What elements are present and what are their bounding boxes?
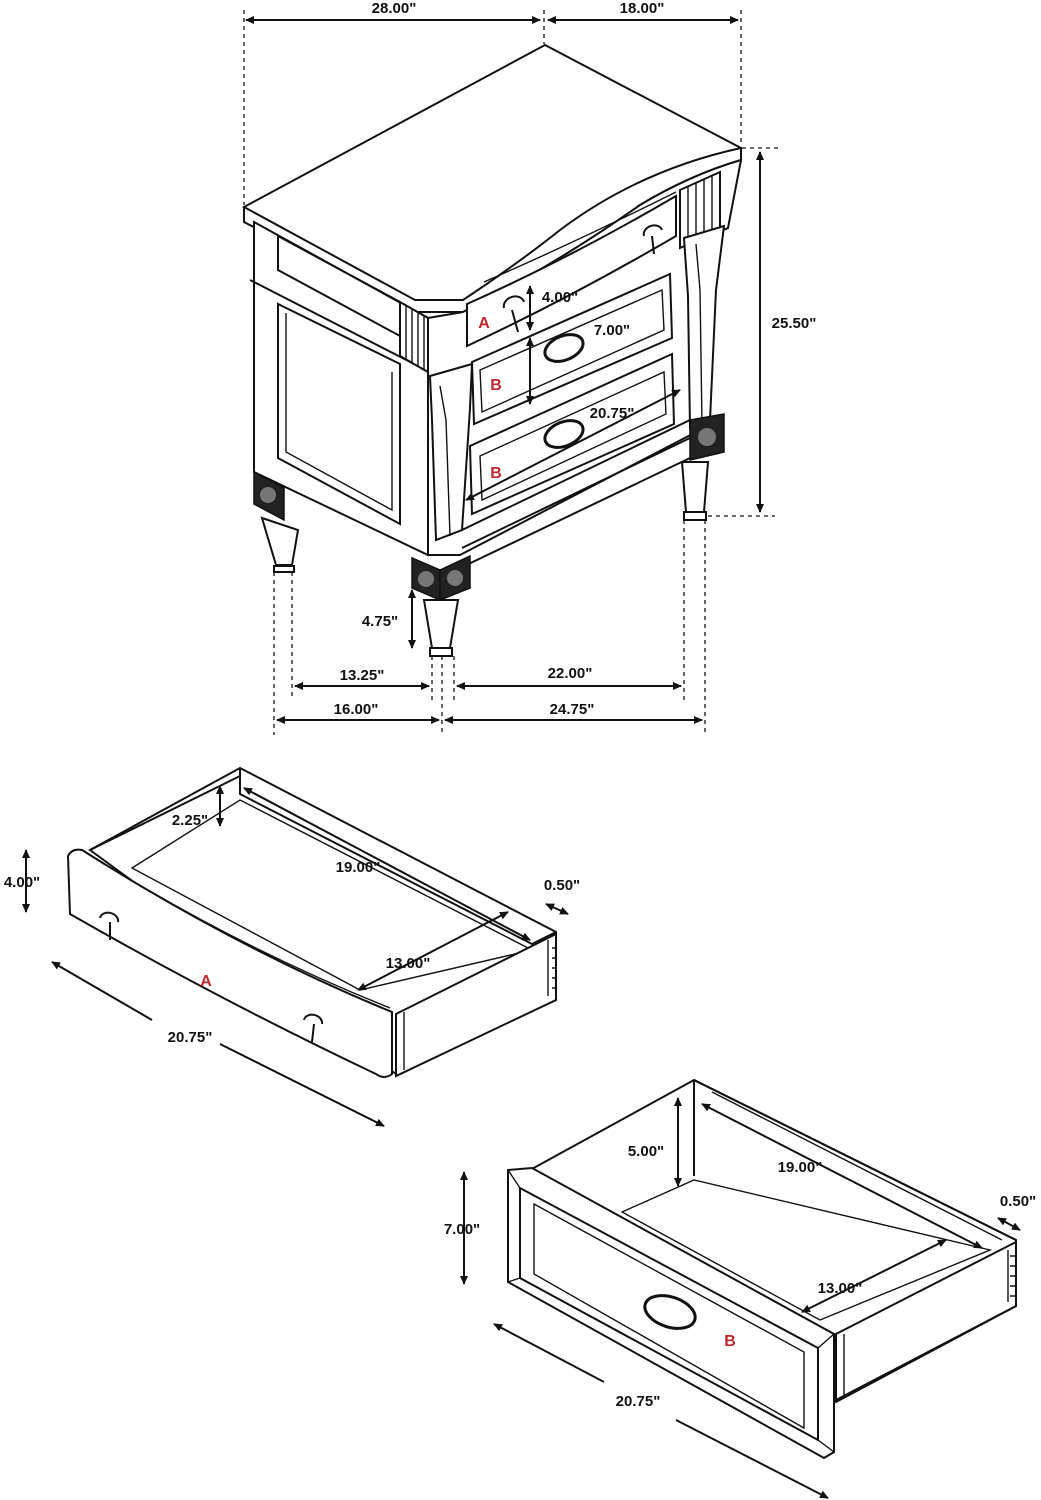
drawer-a-dim-inner-height: 2.25" xyxy=(172,812,208,829)
dimension-labels: 28.00" 18.00" 25.50" 4.00" 7.00" 20.75" … xyxy=(334,0,817,718)
dim-base-depth: 16.00" xyxy=(334,701,379,718)
drawer-b-dim-inner-width: 19.00" xyxy=(778,1159,823,1176)
drawer-label-a: A xyxy=(478,315,490,332)
drawer-b-dimension-labels: 5.00" 7.00" 19.00" 13.00" 0.50" 20.75" B xyxy=(444,1143,1036,1410)
drawer-b-drawing xyxy=(507,1078,1017,1460)
drawer-a-dim-inner-width: 19.00" xyxy=(336,859,381,876)
dim-overall-height: 25.50" xyxy=(772,315,817,332)
drawer-b-dim-inner-height: 5.00" xyxy=(628,1143,664,1160)
drawer-pull-middle xyxy=(543,333,585,363)
leg-rear-left xyxy=(260,516,300,566)
drawer-b-dim-outer-height: 7.00" xyxy=(444,1221,480,1238)
drawer-a-drawing xyxy=(66,766,557,1078)
dim-overall-width: 28.00" xyxy=(372,0,417,17)
drawer-b-dim-front-width: 20.75" xyxy=(616,1393,661,1410)
dim-leg-span-side: 13.25" xyxy=(340,667,385,684)
nightstand-drawing xyxy=(241,43,744,657)
drawer-a-dim-thickness: 0.50" xyxy=(544,877,580,894)
drawer-a-dim-front-width: 20.75" xyxy=(168,1029,213,1046)
drawer-label-b-bottom: B xyxy=(490,465,502,482)
drawer-b-pull xyxy=(643,1294,697,1330)
dim-base-width: 24.75" xyxy=(550,701,595,718)
drawer-a-dimension-labels: 2.25" 4.00" 19.00" 13.00" 0.50" 20.75" A xyxy=(4,812,580,1046)
dim-overall-depth: 18.00" xyxy=(620,0,665,17)
drawer-b-dimension-arrows xyxy=(460,1097,1021,1499)
nightstand-top xyxy=(241,43,744,301)
dim-leg-height: 4.75" xyxy=(362,613,398,630)
dim-drawer-width: 20.75" xyxy=(590,405,635,422)
drawer-handle-top-right xyxy=(642,224,663,255)
drawer-b-dim-inner-depth: 13.00" xyxy=(818,1280,863,1297)
drawer-a-handle-left xyxy=(99,911,120,940)
drawer-label-b-middle: B xyxy=(490,377,502,394)
drawer-a-dim-outer-height: 4.00" xyxy=(4,874,40,891)
drawer-a-dim-inner-depth: 13.00" xyxy=(386,955,431,972)
drawer-b-label: B xyxy=(724,1333,736,1350)
leg-front xyxy=(422,599,460,649)
top-drawer-front xyxy=(466,194,677,348)
leg-right xyxy=(680,461,710,513)
dim-top-drawer-height: 4.00" xyxy=(542,289,578,306)
dim-leg-span-front: 22.00" xyxy=(548,665,593,682)
dimension-arrows xyxy=(245,16,764,724)
dim-middle-drawer-height: 7.00" xyxy=(594,322,630,339)
drawer-handle-top-left xyxy=(502,295,525,333)
drawer-b-dim-thickness: 0.50" xyxy=(1000,1193,1036,1210)
drawer-a-handle-right xyxy=(303,1013,324,1043)
extension-lines xyxy=(243,10,780,735)
drawer-a-label: A xyxy=(200,973,212,990)
drawer-a-dimension-arrows xyxy=(22,785,569,1127)
